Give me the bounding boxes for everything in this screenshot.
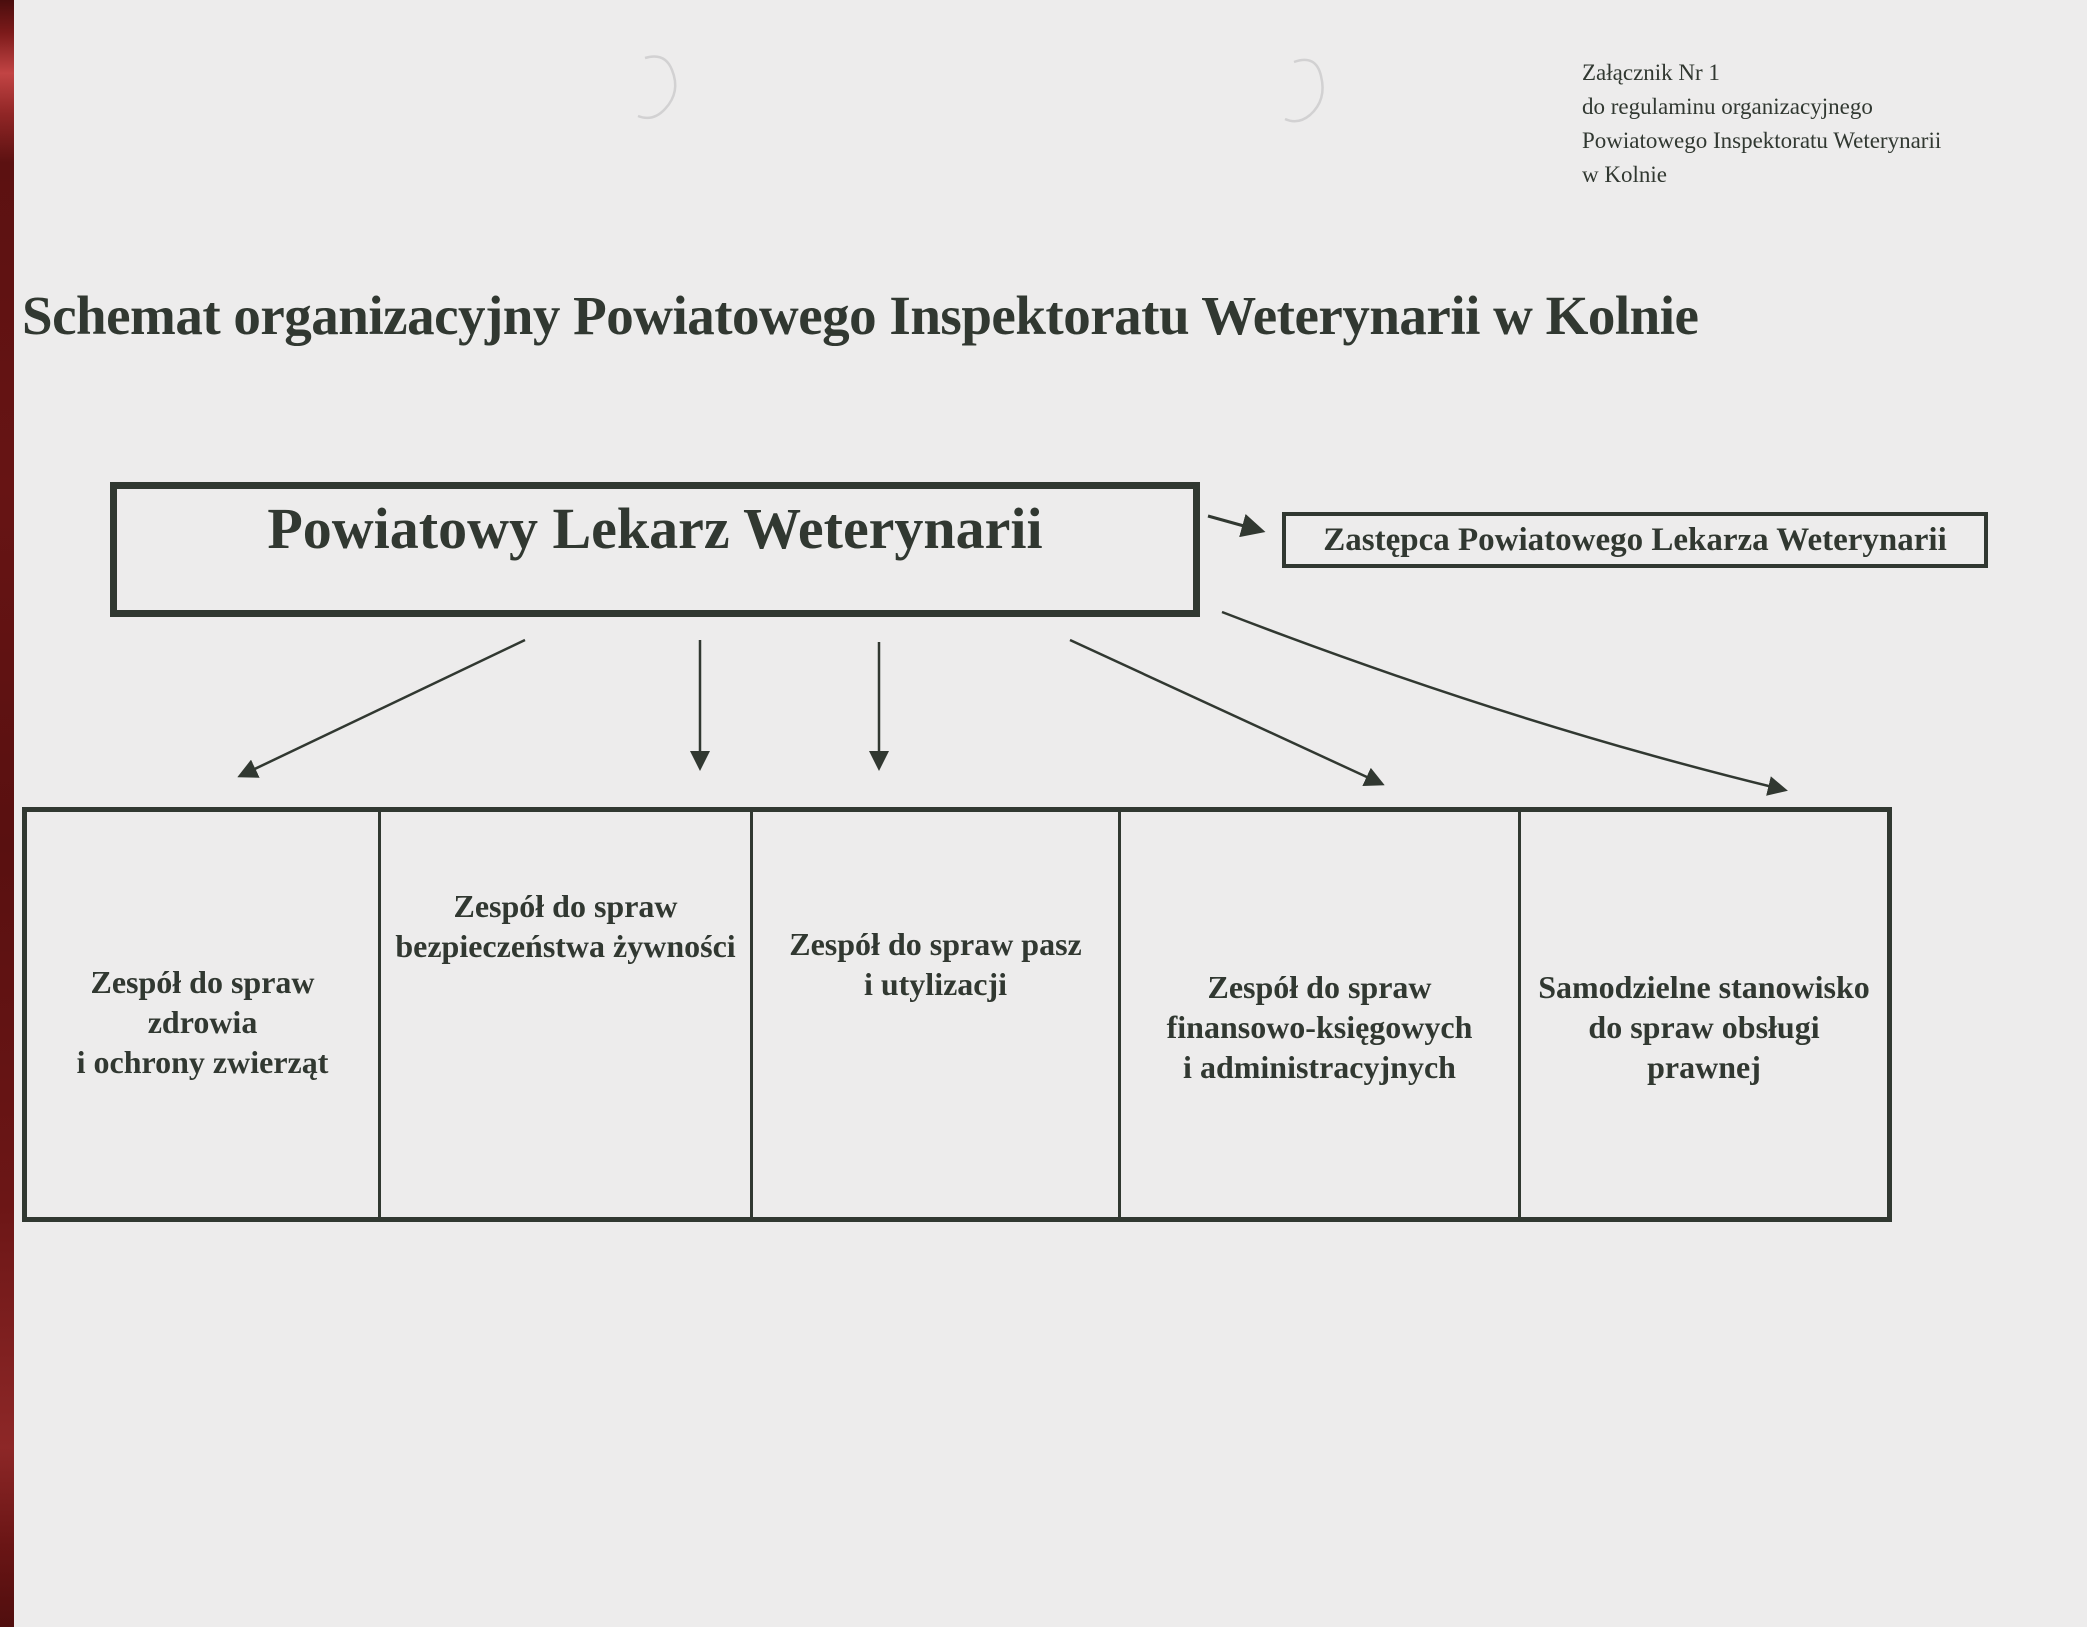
page-title: Schemat organizacyjny Powiatowego Inspek… — [22, 285, 1699, 346]
attachment-note-line: Powiatowego Inspektoratu Weterynarii — [1582, 128, 1942, 153]
arrow-root-to-deputy — [1207, 513, 1266, 538]
org-box-bezpieczenstwa-zywnosci: Zespół do spraw bezpieczeństwa żywności — [381, 812, 753, 1217]
scan-edge-artifact — [0, 0, 14, 1627]
org-unit-label-line: do spraw obsługi — [1588, 1009, 1820, 1045]
arrow-root-to-unit-5 — [1221, 610, 1788, 796]
org-unit-label-line: zdrowia — [147, 1004, 258, 1040]
scan-curl-artifact — [637, 55, 677, 120]
org-box-root-label: Powiatowy Lekarz Weterynarii — [267, 496, 1043, 561]
org-unit-label-line: prawnej — [1647, 1049, 1761, 1085]
org-box-obslugi-prawnej: Samodzielne stanowisko do spraw obsługi … — [1521, 812, 1887, 1217]
org-unit-label-line: Zespół do spraw pasz — [789, 926, 1082, 962]
arrow-root-to-unit-1 — [237, 638, 526, 778]
org-unit-label-line: i utylizacji — [863, 966, 1008, 1002]
attachment-note-line: Załącznik Nr 1 — [1582, 60, 1720, 85]
org-unit-label-line: i administracyjnych — [1183, 1049, 1456, 1085]
org-box-pasz-i-utylizacji: Zespół do spraw pasz i utylizacji — [753, 812, 1121, 1217]
org-unit-label-line: Zespół do spraw — [90, 964, 315, 1000]
attachment-note-line: do regulaminu organizacyjnego — [1582, 94, 1873, 119]
org-box-root: Powiatowy Lekarz Weterynarii — [110, 482, 1200, 617]
scan-curl-artifact — [1284, 58, 1324, 123]
org-unit-label-line: i ochrony zwierząt — [76, 1044, 329, 1080]
org-units-row: Zespół do spraw zdrowia i ochrony zwierz… — [22, 807, 1892, 1222]
attachment-note-line: w Kolnie — [1582, 162, 1667, 187]
org-unit-label-line: bezpieczeństwa żywności — [395, 928, 736, 964]
org-unit-label-line: Zespół do spraw — [453, 888, 678, 924]
org-box-finansowo-ksiegowych: Zespół do spraw finansowo-księgowych i a… — [1121, 812, 1521, 1217]
org-box-deputy: Zastępca Powiatowego Lekarza Weterynarii — [1282, 512, 1988, 568]
attachment-note: Załącznik Nr 1 do regulaminu organizacyj… — [1582, 56, 1941, 192]
org-box-zdrowia-i-ochrony-zwierzat: Zespół do spraw zdrowia i ochrony zwierz… — [27, 812, 381, 1217]
org-unit-label-line: Samodzielne stanowisko — [1538, 969, 1870, 1005]
org-box-deputy-label: Zastępca Powiatowego Lekarza Weterynarii — [1323, 521, 1947, 558]
org-unit-label-line: finansowo-księgowych — [1166, 1009, 1473, 1045]
org-unit-label-line: Zespół do spraw — [1207, 969, 1432, 1005]
arrow-root-to-unit-4 — [1069, 638, 1385, 786]
